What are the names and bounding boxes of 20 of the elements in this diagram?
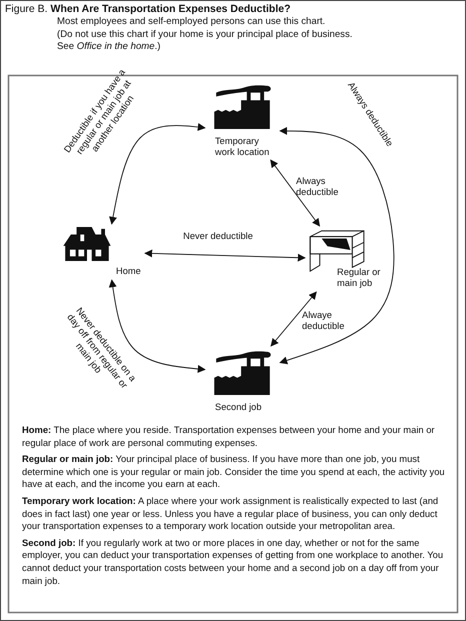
location-label: Regular or main job [337,267,382,289]
arrow [270,291,317,347]
location-label: Temporary work location [215,136,270,158]
figure-title: Figure B. When Are Transportation Expenses Deductible? [5,3,291,16]
arrow [109,123,206,225]
definition-paragraph: Home: The place where you reside. Transportation expenses between your home and your main or regular place of work are personal commuting expenses. [22,424,436,450]
location-label: Second job [215,402,263,413]
definition-paragraph: Temporary work location: A place where your work assignment is realistically expected to last (and does in fact last) one year or less. Unless you have a regular place of business, you can only deduct your transportation expenses to a temporary work location outside your metropolitan area. [22,494,440,533]
note: (Do not use this chart if your home is your principal place of business. See Office in the home.) [57,28,354,54]
subtitle: Most employees and self-employed persons can use this chart. [57,16,326,28]
definition-paragraph: Regular or main job: Your principal place of business. If you have more than one job, you must determine which one is your regular or main job. Consider the time you spend at each, the activity you have at each, and the income you earn at each. [22,453,446,491]
arrow [279,126,394,364]
location-label: Home [116,266,142,277]
arrow [108,279,206,373]
edge-label: Alwaye deductible [302,310,346,332]
definition-paragraph: Second job: If you regularly work at two or more places in one day, whether or not for the same employer, you can deduct your transportation expenses of getting from one workplace to another. You cannot deduct your transportation costs between your home and a second job on a day off from your main job. [22,536,444,588]
edge-label: Never deductible [182,231,254,242]
arrow [144,249,306,262]
arrow [270,159,320,227]
edge-label: Always deductible [296,176,340,198]
